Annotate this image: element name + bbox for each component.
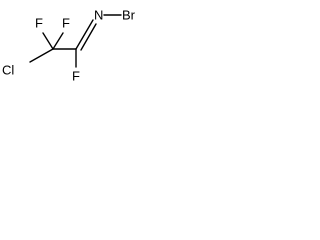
bond-c1-f-top-left — [42, 32, 54, 50]
bond-c1-cl — [29, 48, 54, 63]
atom-label-f-bottom: F — [72, 69, 80, 84]
atom-label-f-top-right: F — [62, 16, 70, 31]
atom-label-cl: Cl — [2, 63, 14, 78]
molecule-structure: Cl F F F N Br — [2, 8, 136, 84]
atom-label-br: Br — [122, 8, 136, 23]
bond-c1-f-top-right — [52, 32, 64, 50]
atom-label-f-top-left: F — [35, 16, 43, 31]
bond-c2-n-double-b — [80, 23, 97, 51]
bond-c2-n-double-a — [75, 19, 94, 50]
atom-label-n: N — [94, 8, 103, 23]
